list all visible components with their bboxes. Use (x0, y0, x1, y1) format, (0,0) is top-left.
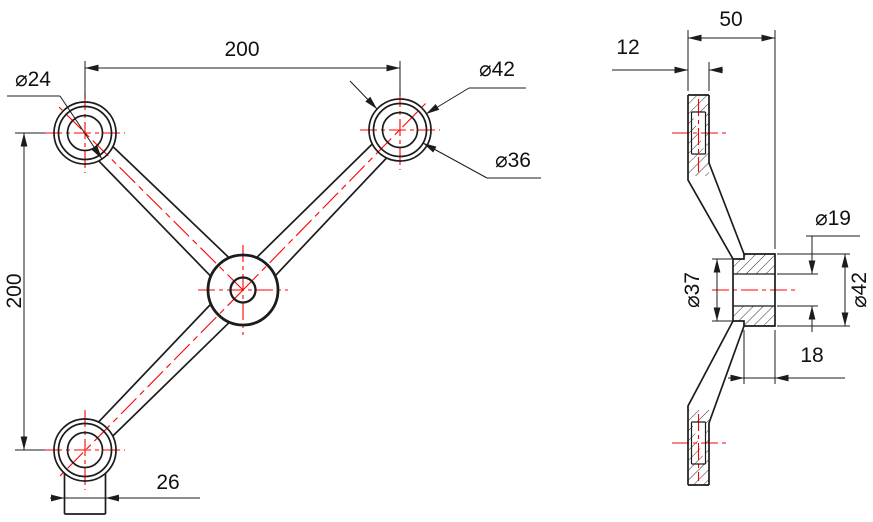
arm-axis-top-right (242, 102, 427, 291)
front-dimensions: 200 200 ⌀24 ⌀42 ⌀36 (3, 38, 541, 502)
dim-50-label: 50 (719, 8, 742, 31)
arm-top-right (255, 143, 388, 277)
front-center-lines (45, 90, 440, 490)
bottom-stem (63, 473, 107, 515)
dim-26-label: 26 (156, 471, 179, 494)
side-center-lines (672, 99, 798, 481)
front-view: 200 200 ⌀24 ⌀42 ⌀36 (3, 38, 541, 515)
dia-37-label: ⌀37 (681, 272, 704, 308)
arm-axis-top-left (58, 106, 244, 291)
hub-outer-circle (206, 253, 280, 327)
side-bottom-arm (687, 320, 745, 486)
side-part-outline (687, 94, 776, 486)
hatch-hub (733, 254, 775, 326)
dia-36-label: ⌀36 (495, 149, 531, 172)
dim-18-label: 18 (800, 344, 823, 367)
boss-top-left (53, 101, 117, 165)
dia-42-side-label: ⌀42 (848, 272, 871, 308)
front-part-outline (53, 98, 432, 515)
dim-200-vertical-label: 200 (3, 273, 26, 308)
side-top-arm (687, 94, 745, 260)
dia-24-label: ⌀24 (15, 68, 51, 91)
arm-top-left (98, 145, 230, 277)
boss-top-right (368, 98, 432, 162)
hub-hole-circle (229, 276, 257, 304)
dia-19-label: ⌀19 (815, 207, 851, 230)
arm-axis-bottom-left (58, 289, 244, 478)
dia-42-label: ⌀42 (479, 58, 515, 81)
side-dimensions: 50 12 ⌀19 ⌀42 (612, 8, 871, 384)
dim-12-label: 12 (616, 36, 639, 59)
boss-bottom-left (53, 418, 117, 482)
dim-200-horizontal-label: 200 (224, 38, 259, 61)
side-view: 50 12 ⌀19 ⌀42 (612, 8, 871, 486)
side-hub (732, 253, 776, 327)
arm-bottom-left (97, 303, 231, 437)
